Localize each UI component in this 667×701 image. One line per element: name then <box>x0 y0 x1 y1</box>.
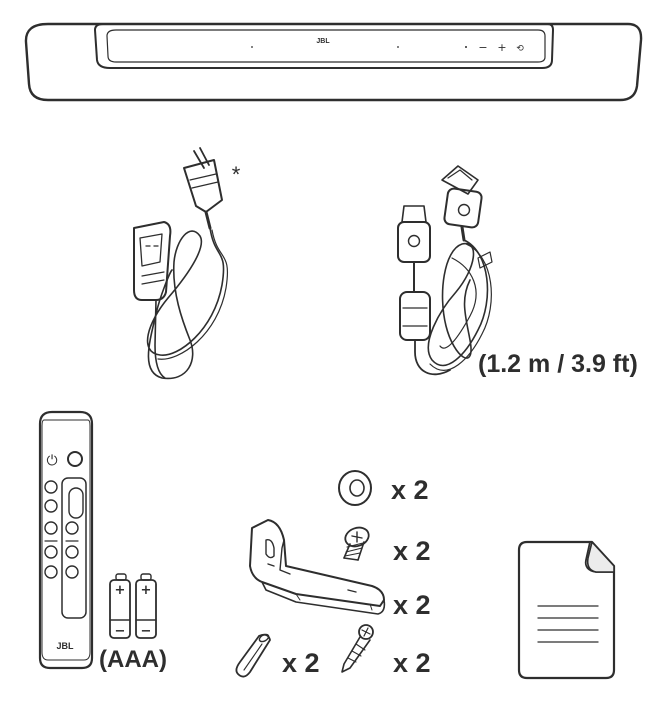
wall-screw-quantity: x 2 <box>393 648 431 678</box>
battery-left: + − <box>109 573 131 639</box>
remote-side-panel <box>61 477 87 619</box>
power-cord: * <box>133 147 241 380</box>
svg-text:+: + <box>141 583 152 598</box>
bracket-screw <box>343 526 370 561</box>
remote-control: ⏻ JBL <box>38 410 94 670</box>
soundbar-led-left <box>251 46 253 48</box>
bracket-screw-quantity: x 2 <box>393 536 431 566</box>
battery-type-label: (AAA) <box>99 646 167 673</box>
battery-right: + − <box>135 573 157 639</box>
rubber-pad-quantity: x 2 <box>391 475 429 505</box>
wall-screw <box>341 624 374 673</box>
soundbar-volume-down-icon: − <box>478 41 487 54</box>
rubber-pad <box>338 470 372 506</box>
soundbar-led-right <box>397 46 399 48</box>
remote-logo: JBL <box>56 641 74 651</box>
soundbar-volume-up-icon: + <box>497 41 506 54</box>
soundbar-power-button-icon <box>465 46 467 48</box>
wall-bracket <box>249 519 386 615</box>
remote-power-icon: ⏻ <box>46 453 57 469</box>
remote-round-button <box>67 451 83 467</box>
svg-text:+: + <box>115 583 126 598</box>
wall-bracket-quantity: x 2 <box>393 590 431 620</box>
hdmi-cable <box>397 165 493 376</box>
svg-text:−: − <box>115 624 126 639</box>
wall-anchor-quantity: x 2 <box>282 648 320 678</box>
power-cord-asterisk: * <box>232 162 241 187</box>
documentation-sheet <box>517 540 616 680</box>
soundbar: JBL − + ⟲ <box>24 22 643 102</box>
svg-text:−: − <box>141 624 152 639</box>
hdmi-cable-length-label: (1.2 m / 3.9 ft) <box>478 350 638 378</box>
wall-anchor <box>235 633 271 678</box>
soundbar-input-icon: ⟲ <box>516 44 524 54</box>
soundbar-logo: JBL <box>316 38 330 45</box>
